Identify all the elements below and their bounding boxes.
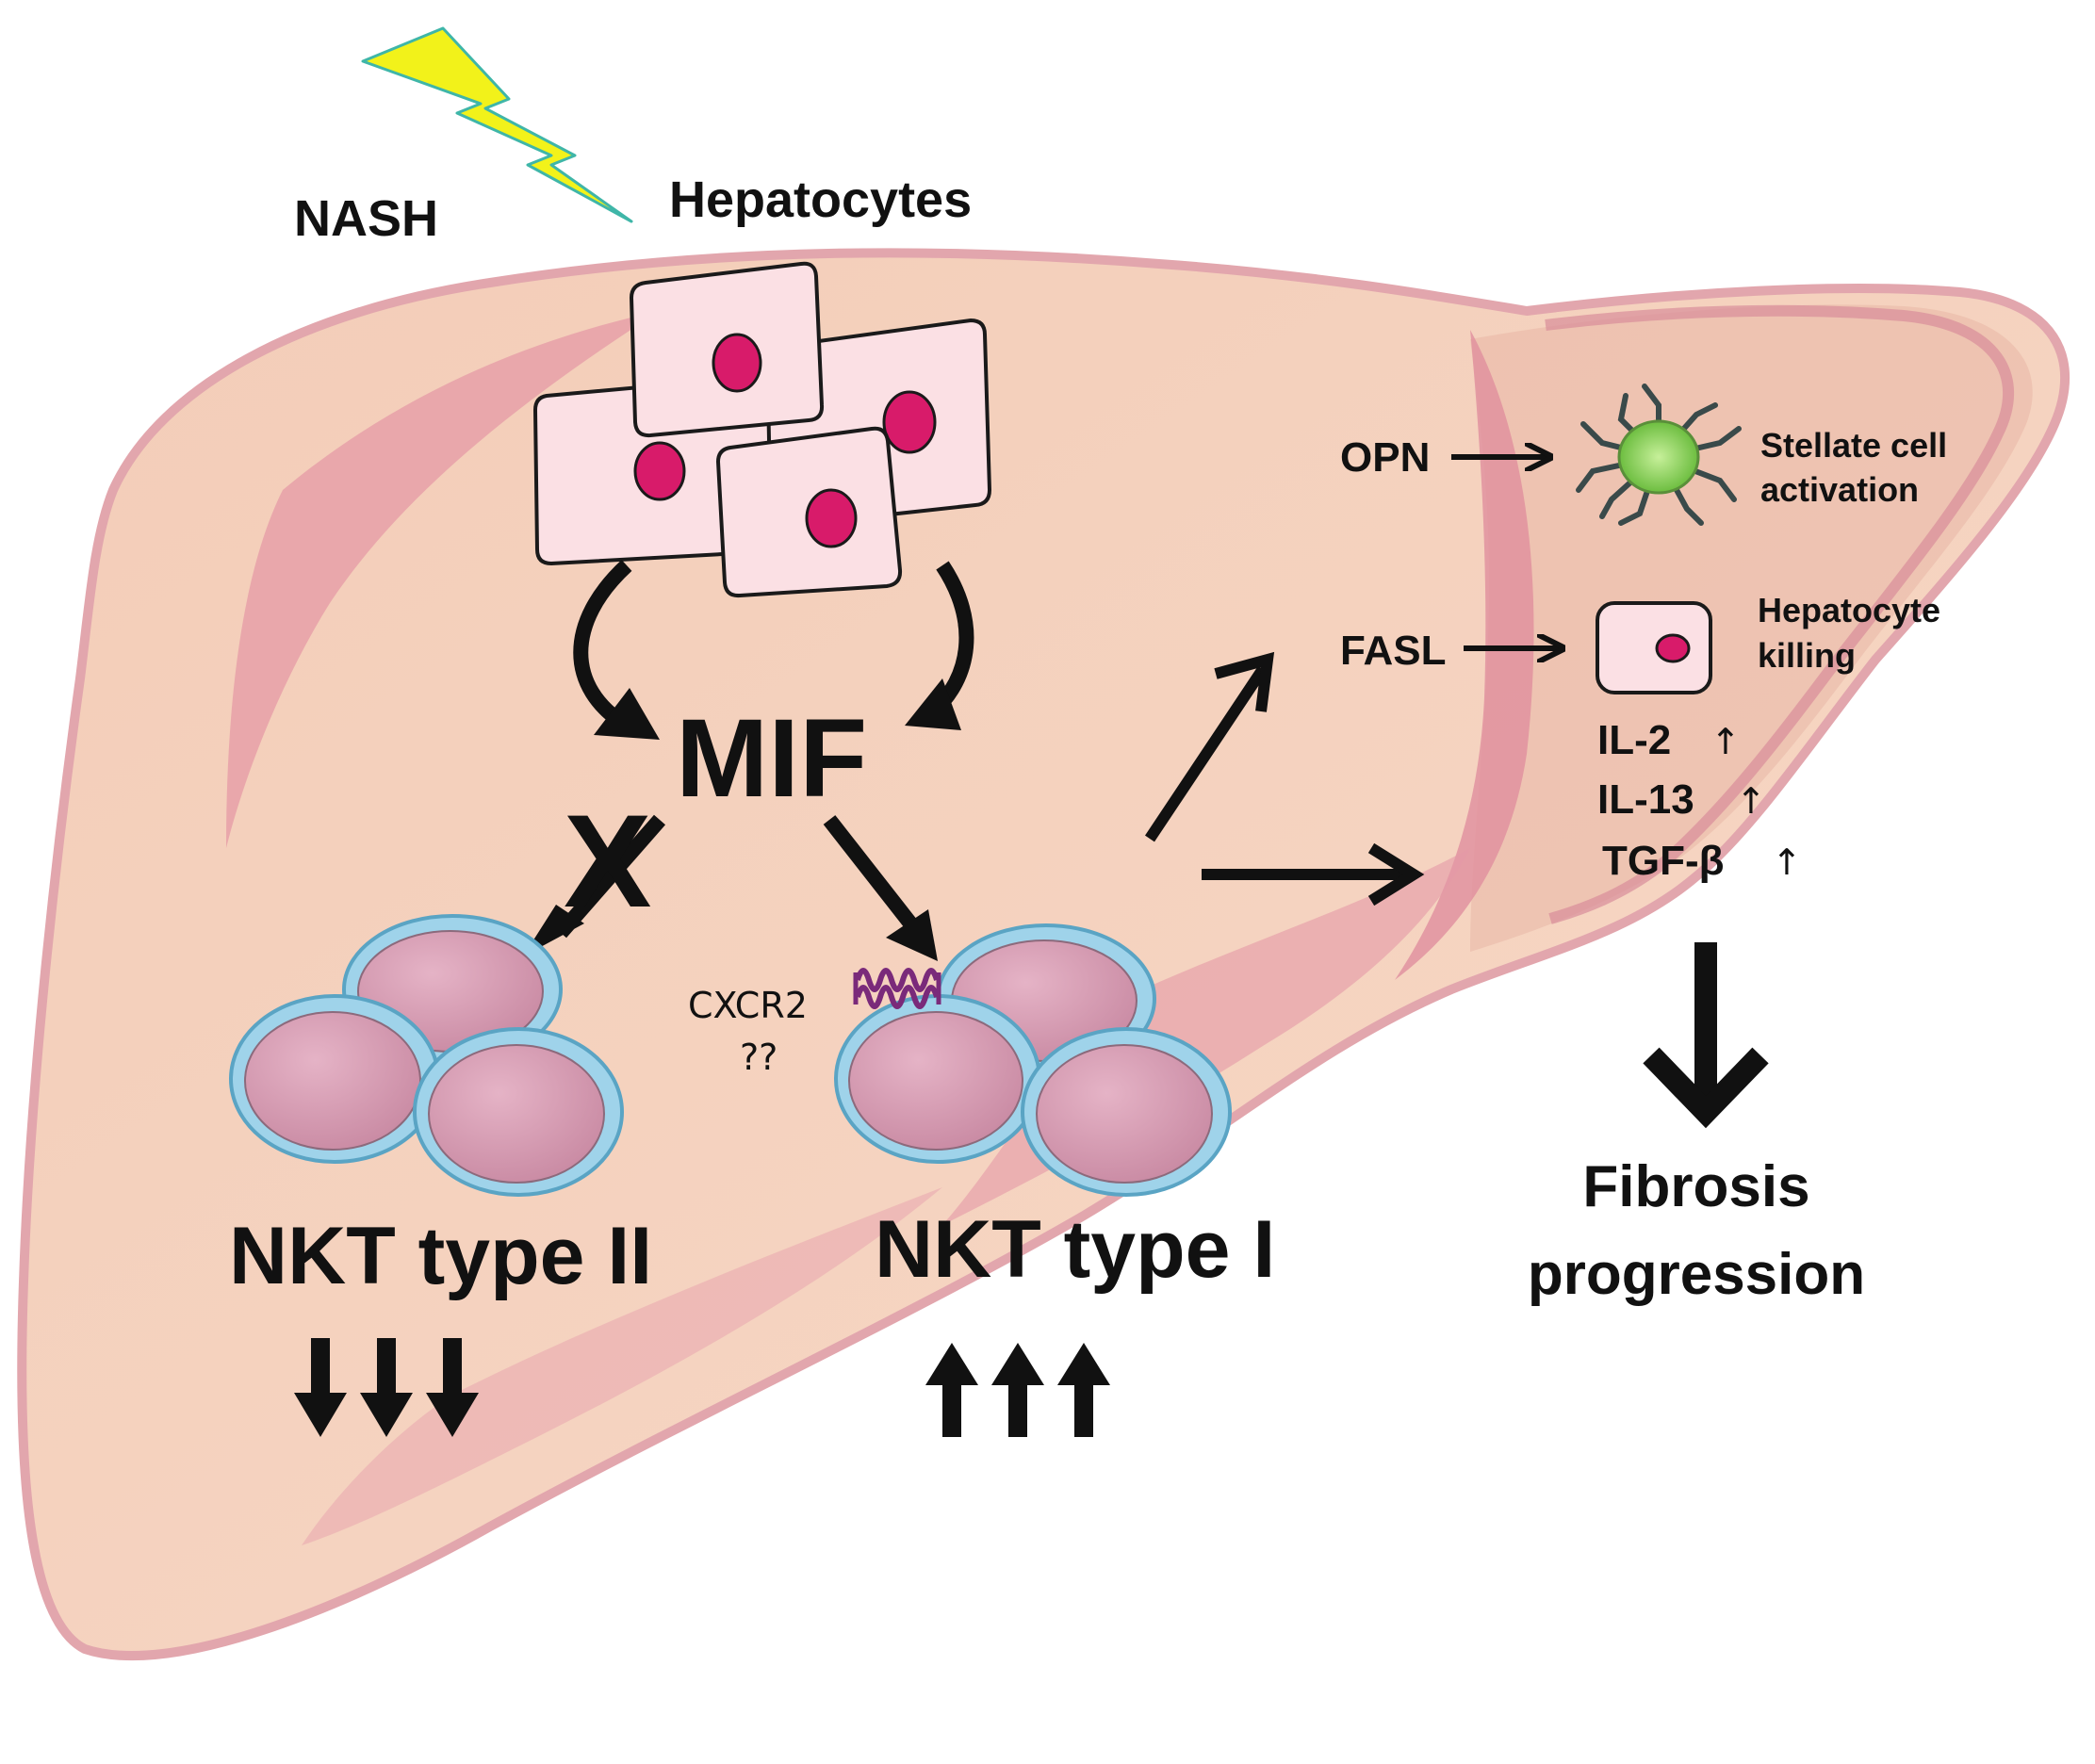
cytokine-il13: IL-13 <box>1597 776 1694 823</box>
triple-up-arrow-icon <box>925 1343 1110 1437</box>
nkt-type2-label: NKT type II <box>229 1211 652 1301</box>
lightning-bolt-icon <box>361 26 633 223</box>
mif-to-nkt1-arrow <box>823 815 938 961</box>
opn-label: OPN <box>1340 434 1430 481</box>
curved-arrow-left <box>573 560 632 732</box>
nash-trigger: NASH <box>294 26 633 247</box>
nkt-type1-cells <box>834 923 1232 1197</box>
nkt-type1-label: NKT type I <box>875 1204 1275 1295</box>
arrow-shaft <box>823 815 921 933</box>
fibrosis-arrow <box>1643 942 1769 1129</box>
nkt-cell <box>229 994 440 1164</box>
hepatocyte-cell <box>629 261 825 438</box>
cytokine-list: IL-2 ↑ IL-13 ↑ TGF-β ↑ <box>1597 717 1802 884</box>
hepatocyte-small-icon <box>1596 601 1712 694</box>
arrowhead <box>886 909 938 961</box>
liver-ligament-band-2 <box>1395 330 1534 980</box>
nkt-cell <box>1021 1027 1232 1197</box>
arrowhead <box>1643 1047 1769 1129</box>
cytokine-il2: IL-2 <box>1597 717 1671 763</box>
cytokine-tgfb: TGF-β <box>1602 838 1725 884</box>
stellate-label-line2: activation <box>1760 470 1919 509</box>
liver-ligament-band <box>226 311 660 848</box>
stellate-label-line1: Stellate cell <box>1760 426 1947 465</box>
fasl-label: FASL <box>1340 628 1446 674</box>
blocked-x-mark: X <box>564 787 651 935</box>
nkt1-effect-arrows <box>1145 651 1425 906</box>
arrowhead <box>905 678 961 730</box>
liver-right-lobe <box>1470 304 2033 952</box>
nash-label: NASH <box>294 190 438 247</box>
liver-right-lobe-outline <box>1545 304 2015 924</box>
nkt-type2-cells <box>229 914 624 1197</box>
cytokine-il2-arrow: ↑ <box>1710 721 1741 762</box>
hepatocyte-killing-line2: killing <box>1758 636 1856 675</box>
arrowhead <box>1367 842 1425 906</box>
arrowhead <box>1214 651 1275 712</box>
triple-down-arrow-icon <box>294 1338 479 1437</box>
fibrosis-line2: progression <box>1528 1242 1865 1307</box>
hepatocytes-label: Hepatocytes <box>669 172 972 228</box>
cxcr2-uncertainty: ?? <box>740 1037 777 1078</box>
nkt-cell <box>834 994 1041 1164</box>
fibrosis-line1: Fibrosis <box>1582 1154 1809 1219</box>
mif-label: MIF <box>676 696 867 821</box>
cxcr2-label: CXCR2 <box>688 985 808 1026</box>
arrow-shaft <box>1145 665 1268 842</box>
hepatocyte-to-mif-arrows <box>573 560 974 740</box>
cytokine-tgfb-arrow: ↑ <box>1772 841 1802 883</box>
mif-to-nkt2-blocked: X <box>523 787 666 956</box>
nkt-cell <box>413 1027 624 1197</box>
arrowhead <box>594 688 660 740</box>
cytokine-il13-arrow: ↑ <box>1736 780 1766 822</box>
hepatocyte-killing-line1: Hepatocyte <box>1758 591 1940 629</box>
stellate-cell-icon <box>1576 384 1742 526</box>
cxcr2-receptor-icon <box>853 968 941 1009</box>
hepatocyte-cluster <box>532 261 992 598</box>
arrow-shaft <box>554 814 666 939</box>
liver-bottom-band <box>302 1187 942 1545</box>
hepatocyte-cell <box>715 426 903 598</box>
